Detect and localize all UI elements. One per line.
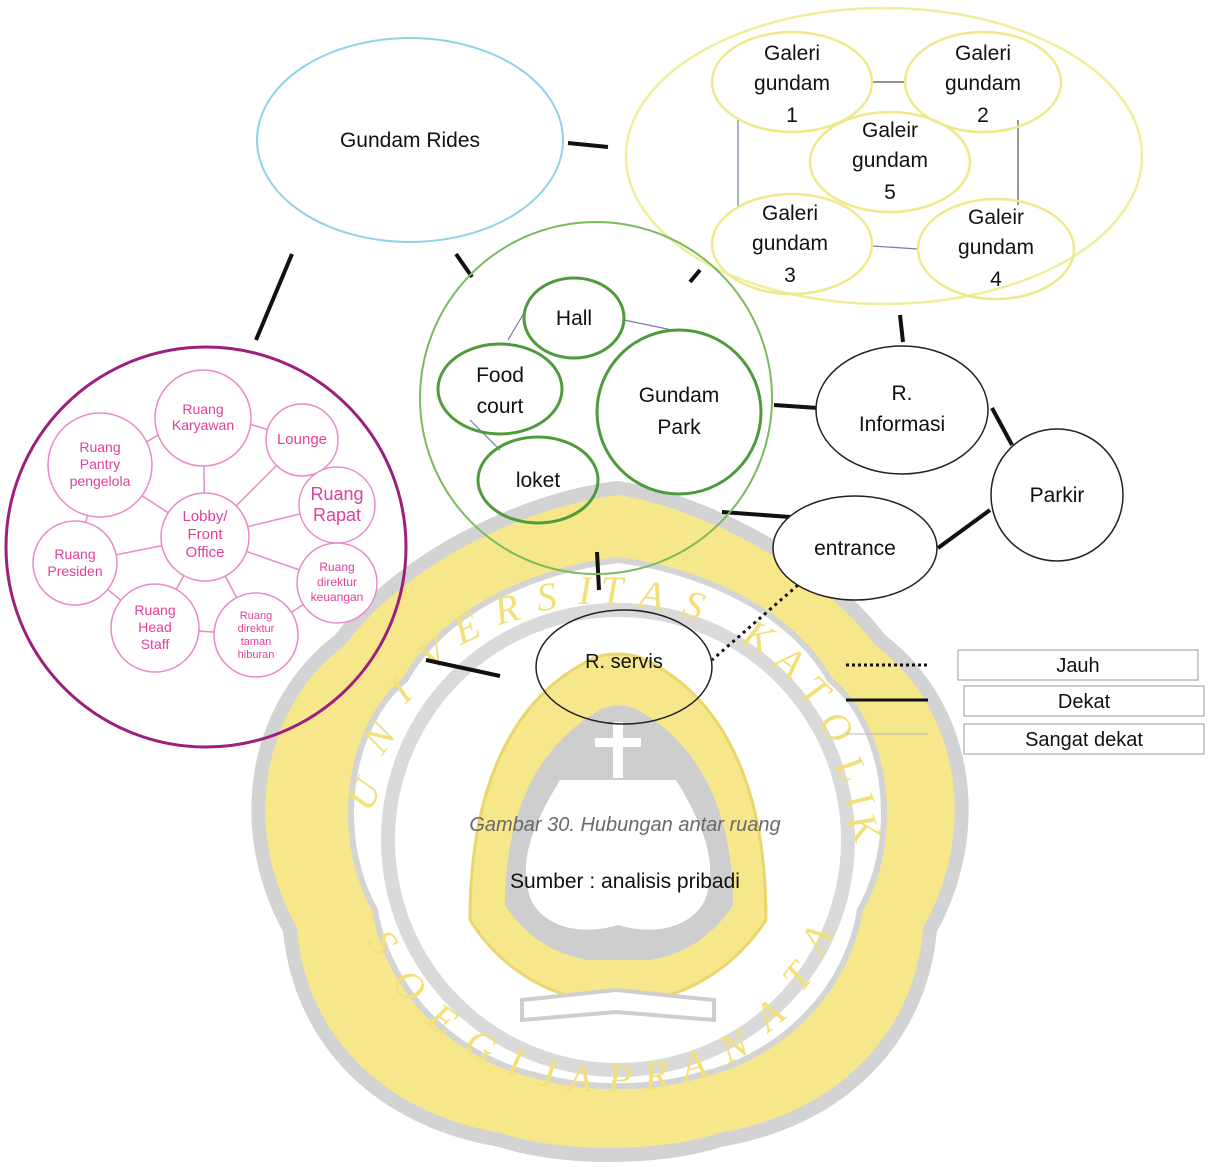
edge-parkir-entrance (936, 508, 992, 550)
r-informasi-node (815, 345, 989, 475)
seal-letter: R (640, 1051, 671, 1099)
lounge-label: Lounge (277, 431, 327, 448)
legend: Jauh Dekat Sangat dekat (846, 649, 1205, 755)
figure-caption: Gambar 30. Hubungan antar ruang (469, 814, 781, 836)
seal-letter: I (577, 568, 593, 613)
legend-box-jauh (957, 649, 1199, 681)
entrance-label: entrance (814, 537, 896, 560)
r-servis-node (535, 609, 713, 725)
edge-hall-food (507, 312, 525, 341)
legend-box-sangat-dekat (963, 723, 1205, 755)
edge-office-servis (425, 658, 501, 678)
ruang-presiden-node (32, 520, 118, 606)
relationship-lines (254, 81, 1019, 678)
edge-park-entrance (721, 510, 791, 519)
university-seal-watermark: U N I V E R S I T A S K A T O L I K S O … (251, 480, 969, 1162)
legend-label-jauh: Jauh (1056, 655, 1099, 677)
office-cluster (4, 345, 408, 749)
galeri-3-node (710, 192, 874, 296)
galeri-4-node (916, 197, 1076, 301)
hall-node (522, 276, 626, 360)
edge-galeri-hall (688, 268, 702, 284)
galeri-cluster (624, 6, 1144, 306)
legend-label-sangat-dekat: Sangat dekat (1025, 729, 1143, 751)
loket-node (476, 435, 600, 525)
lobby-node (160, 492, 250, 582)
r-servis-label: R. servis (585, 651, 663, 673)
seal-white-drape (525, 780, 711, 930)
edge-galeri-informasi (898, 314, 905, 343)
seal-letter: P (607, 1056, 632, 1101)
legend-box-dekat (963, 685, 1205, 717)
edge-rides-galeri (567, 141, 609, 149)
lounge-node (265, 403, 339, 477)
book-icon (520, 987, 716, 1023)
edge-park-informasi (773, 403, 819, 410)
gundam-rides-label: Gundam Rides (340, 129, 480, 152)
legend-label-dekat: Dekat (1058, 691, 1111, 713)
ruang-direktur-taman-node (213, 592, 299, 678)
cross-icon (595, 722, 641, 778)
galeri-2-node (903, 30, 1063, 134)
food-court-node (436, 342, 564, 436)
public-cluster (419, 221, 773, 575)
edge-rides-office (254, 253, 294, 341)
edge-informasi-parkir (990, 407, 1014, 446)
ruang-karyawan-node (154, 369, 252, 467)
loket-label: loket (516, 469, 561, 492)
edge-food-loket (469, 419, 501, 451)
seal-letter: T (601, 568, 626, 613)
parkir-label: Parkir (1030, 484, 1085, 507)
figure-source: Sumber : analisis pribadi (510, 870, 740, 893)
edge-galeri-inner-bottom (871, 245, 919, 250)
edge-park-servis (595, 551, 601, 591)
seal-letter: A (565, 1056, 593, 1101)
entrance-node (772, 495, 938, 601)
edge-hall-park (623, 319, 673, 331)
gundam-park-node (595, 328, 763, 496)
office-nodes (32, 369, 378, 678)
hall-label: Hall (556, 307, 592, 330)
edge-rides-hall (454, 252, 474, 279)
galeri-1-node (710, 30, 874, 134)
ruang-head-staff-node (110, 583, 200, 673)
gundam-rides-node (256, 37, 564, 243)
ruang-direktur-keuangan-node (296, 542, 378, 624)
r-informasi-label: R.Informasi (859, 382, 945, 436)
parkir-node (990, 428, 1124, 562)
ruang-pantry-node (47, 412, 153, 518)
galeri-5-node (808, 110, 972, 214)
galeri-nodes (710, 30, 1076, 301)
edge-entrance-servis-far (711, 583, 799, 662)
